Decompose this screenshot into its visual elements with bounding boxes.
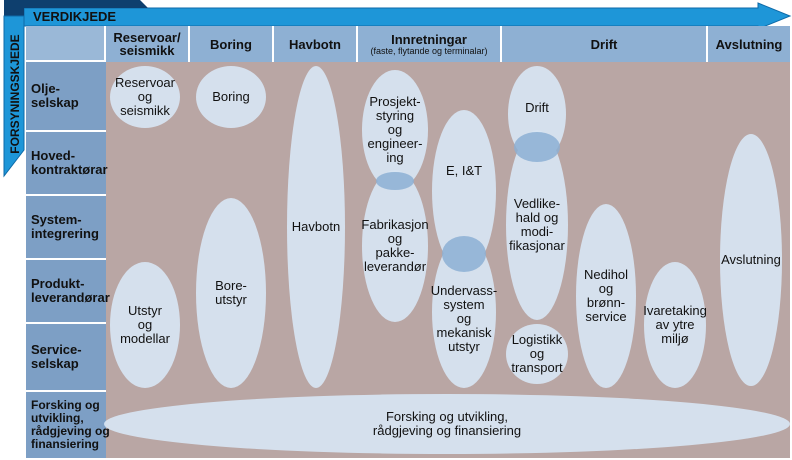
area-label: Forsking og utvikling, rådgjeving og fin… — [372, 409, 522, 438]
column-header-operation: Drift — [502, 26, 708, 62]
area-label: Avslutning — [721, 252, 781, 267]
row-header-label: Service- selskap — [31, 342, 82, 371]
column-header-label: Innretningar — [391, 31, 467, 47]
area-label: Fabrikasjon og pakke- leverandør — [361, 217, 429, 274]
area-label: Utstyr og modellar — [120, 303, 170, 346]
value-chain-arrow — [4, 0, 792, 28]
overlap-eit-subsea-systems — [442, 236, 486, 272]
column-header-label: Boring — [210, 36, 252, 52]
column-header-label: Reservoar/ seismikk — [113, 30, 181, 58]
area-label: Vedlike- hald og modi- fikasjonar — [509, 196, 565, 253]
row-header-product-suppliers: Produkt- leverandørar — [26, 260, 110, 324]
overlap-operation-maintenance — [514, 132, 560, 162]
area-equipment-models: Utstyr og modellar — [110, 262, 180, 388]
column-header-decommissioning: Avslutning — [708, 26, 790, 62]
area-decommissioning: Avslutning — [720, 134, 782, 386]
row-header-label: Produkt- leverandørar — [31, 276, 110, 305]
column-header-label: Drift — [590, 36, 618, 52]
area-label: Prosjekt- styring og engineer- ing — [367, 94, 423, 165]
area-fabrication: Fabrikasjon og pakke- leverandør — [361, 170, 429, 322]
column-header-label: Havbotn — [289, 36, 341, 52]
column-header-label: Avslutning — [715, 36, 783, 52]
value-chain-label: VERDIKJEDE — [33, 9, 117, 24]
row-header-main-contractors: Hoved- kontraktørar — [26, 132, 108, 196]
area-label: Bore- utstyr — [215, 278, 247, 307]
area-well-service: Nedihol og brønn- service — [576, 204, 636, 388]
area-drilling: Boring — [196, 66, 266, 128]
column-header-sublabel: (faste, flytande og terminalar) — [370, 45, 488, 56]
area-label: Logistikk og transport — [511, 332, 563, 375]
area-logistics: Logistikk og transport — [506, 324, 568, 384]
column-header-installations: Innretningar (faste, flytande og termina… — [358, 26, 502, 62]
row-header-label: Forsking og utvikling, rådgjeving og fin… — [31, 398, 110, 451]
row-header-label: Hoved- kontraktørar — [31, 148, 108, 177]
area-label: Boring — [212, 89, 250, 104]
area-eit: E, I&T — [432, 110, 496, 272]
grid-corner — [26, 26, 106, 62]
overlap-project-fabrication — [376, 172, 414, 190]
row-header-label: System- integrering — [31, 212, 99, 241]
area-research-consulting-finance: Forsking og utvikling, rådgjeving og fin… — [104, 394, 790, 454]
area-label: Ivaretaking av ytre miljø — [643, 303, 707, 346]
area-environment: Ivaretaking av ytre miljø — [643, 262, 707, 388]
column-header-reservoir: Reservoar/ seismikk — [106, 26, 190, 62]
column-header-drilling: Boring — [190, 26, 274, 62]
area-label: Havbotn — [291, 219, 341, 234]
area-subsea: Havbotn — [287, 66, 345, 388]
row-header-system-integration: System- integrering — [26, 196, 106, 260]
area-label: E, I&T — [445, 163, 483, 178]
area-label: Undervass- system og mekanisk utstyr — [430, 283, 498, 354]
row-header-research: Forsking og utvikling, rådgjeving og fin… — [26, 392, 110, 458]
supply-chain-label-wrap: FORSYNINGSKJEDE — [6, 16, 24, 172]
column-header-subsea: Havbotn — [274, 26, 358, 62]
row-header-service-companies: Service- selskap — [26, 324, 106, 392]
row-header-oil-companies: Olje- selskap — [26, 62, 106, 132]
supply-chain-label: FORSYNINGSKJEDE — [8, 34, 22, 154]
row-header-label: Olje- selskap — [31, 81, 79, 110]
area-label: Nedihol og brønn- service — [583, 267, 629, 324]
area-reservoir-seismics: Reservoar og seismikk — [110, 66, 180, 128]
area-label: Drift — [525, 100, 549, 115]
supply-chain-arrow — [3, 15, 25, 178]
area-drilling-equipment: Bore- utstyr — [196, 198, 266, 388]
area-maintenance: Vedlike- hald og modi- fikasjonar — [506, 130, 568, 320]
area-label: Reservoar og seismikk — [115, 75, 175, 118]
